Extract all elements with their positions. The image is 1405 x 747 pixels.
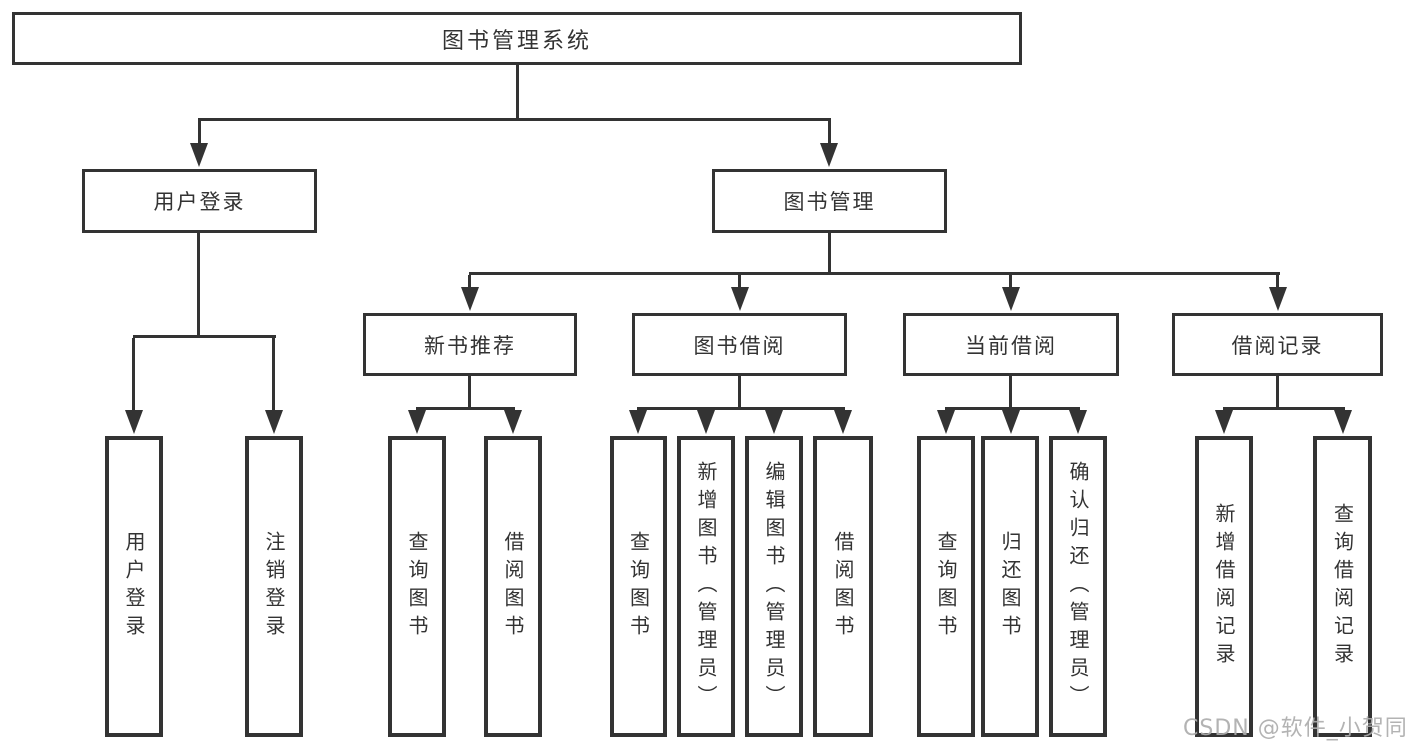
node-root: 图书管理系统: [12, 12, 1022, 65]
connector-root-stem: [516, 65, 519, 121]
node-current-borrow: 当前借阅: [903, 313, 1119, 376]
leaf-edit-book-admin: 编辑图书（管理员）: [745, 436, 803, 737]
leaf-add-book-admin-label: 新增图书（管理员）: [694, 460, 718, 713]
node-book-management: 图书管理: [712, 169, 947, 233]
csdn-watermark: CSDN @软件_小贺同学: [1183, 716, 1405, 741]
leaf-query-books-recommend-label: 查询图书: [405, 530, 429, 643]
arrow-down-icon: [1215, 410, 1233, 434]
leaf-confirm-return-admin: 确认归还（管理员）: [1049, 436, 1107, 737]
leaf-add-book-admin: 新增图书（管理员）: [677, 436, 735, 737]
leaf-query-books-recommend: 查询图书: [388, 436, 446, 737]
leaf-return-book-label: 归还图书: [998, 530, 1022, 643]
node-user-login-label: 用户登录: [153, 190, 246, 214]
leaf-user-login: 用户登录: [105, 436, 163, 737]
connector-book-mgmt-stem: [828, 233, 831, 275]
arrow-down-icon: [408, 410, 426, 434]
arrow-down-icon: [190, 143, 208, 167]
connector-section-shaft: [1009, 275, 1012, 289]
node-book-borrow-label: 图书借阅: [693, 333, 786, 358]
connector-user-login-stem: [197, 233, 200, 335]
leaf-borrow-books-recommend: 借阅图书: [484, 436, 542, 737]
leaf-query-borrow-record: 查询借阅记录: [1313, 436, 1372, 737]
node-current-borrow-label: 当前借阅: [965, 333, 1057, 358]
connector-level2-hline: [469, 272, 1280, 275]
arrow-down-icon: [1002, 410, 1020, 434]
connector-section-shaft: [738, 275, 741, 289]
arrow-down-icon: [504, 410, 522, 434]
connector-leaf-shaft: [272, 338, 275, 412]
arrow-down-icon: [1002, 287, 1020, 311]
connector-leaf-shaft: [132, 338, 135, 412]
leaf-return-book: 归还图书: [981, 436, 1039, 737]
leaf-logout: 注销登录: [245, 436, 303, 737]
leaf-user-login-label: 用户登录: [122, 530, 146, 643]
connector-recommend-hline: [416, 407, 515, 410]
connector-borrow-stem: [738, 376, 741, 410]
leaf-add-borrow-record-label: 新增借阅记录: [1212, 502, 1236, 671]
node-new-book-recommend-label: 新书推荐: [424, 333, 516, 358]
node-borrow-records-label: 借阅记录: [1231, 333, 1324, 358]
leaf-query-books-borrow-label: 查询图书: [626, 530, 651, 643]
leaf-query-books-current: 查询图书: [917, 436, 975, 737]
leaf-query-books-borrow: 查询图书: [610, 436, 667, 737]
leaf-edit-book-admin-label: 编辑图书（管理员）: [762, 460, 786, 713]
connector-section-shaft: [468, 275, 471, 289]
arrow-down-icon: [1334, 410, 1352, 434]
node-user-login: 用户登录: [82, 169, 317, 233]
node-book-borrow: 图书借阅: [632, 313, 847, 376]
arrow-down-icon: [937, 410, 955, 434]
connector-book-mgmt-arrow-shaft: [828, 121, 831, 145]
leaf-borrow-books-recommend-label: 借阅图书: [501, 530, 525, 643]
connector-records-stem: [1276, 376, 1279, 410]
leaf-logout-label: 注销登录: [262, 530, 286, 643]
connector-level1-hline: [198, 118, 831, 121]
node-book-management-label: 图书管理: [783, 190, 876, 214]
arrow-down-icon: [265, 410, 283, 434]
connector-borrow-hline: [637, 407, 845, 410]
connector-records-hline: [1223, 407, 1345, 410]
arrow-down-icon: [1269, 287, 1287, 311]
leaf-borrow-books-label: 借阅图书: [831, 530, 855, 643]
arrow-down-icon: [1069, 410, 1087, 434]
arrow-down-icon: [125, 410, 143, 434]
node-new-book-recommend: 新书推荐: [363, 313, 577, 376]
arrow-down-icon: [731, 287, 749, 311]
connector-current-stem: [1009, 376, 1012, 410]
arrow-down-icon: [765, 410, 783, 434]
connector-recommend-stem: [468, 376, 471, 410]
connector-section-shaft: [1276, 275, 1279, 289]
connector-user-login-arrow-shaft: [198, 121, 201, 145]
connector-login-group-hline: [133, 335, 276, 338]
leaf-borrow-books: 借阅图书: [813, 436, 873, 737]
node-borrow-records: 借阅记录: [1172, 313, 1383, 376]
arrow-down-icon: [461, 287, 479, 311]
arrow-down-icon: [834, 410, 852, 434]
arrow-down-icon: [697, 410, 715, 434]
connector-current-hline: [945, 407, 1080, 410]
arrow-down-icon: [629, 410, 647, 434]
leaf-confirm-return-admin-label: 确认归还（管理员）: [1066, 460, 1090, 713]
leaf-query-borrow-record-label: 查询借阅记录: [1330, 502, 1355, 671]
leaf-query-books-current-label: 查询图书: [934, 530, 958, 643]
node-root-label: 图书管理系统: [441, 28, 592, 54]
arrow-down-icon: [820, 143, 838, 167]
leaf-add-borrow-record: 新增借阅记录: [1195, 436, 1253, 737]
